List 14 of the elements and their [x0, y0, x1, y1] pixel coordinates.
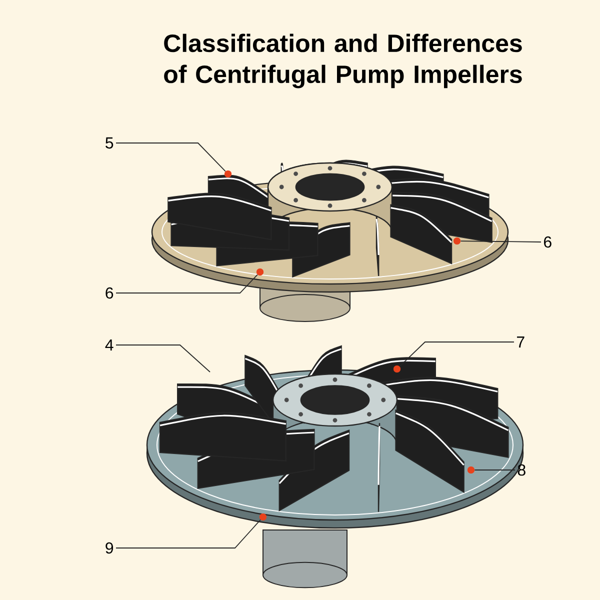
callout-number: 6 [544, 236, 552, 248]
callout-number: 4 [105, 340, 114, 350]
leader-line [116, 274, 258, 294]
callout-number: 7 [517, 336, 524, 348]
leader-line [460, 240, 542, 242]
leader-line [116, 142, 226, 172]
title: Classification and Differences of Centrifugal Pump Impellers [164, 34, 522, 88]
callout-number: 5 [106, 137, 114, 149]
leader-line [399, 342, 514, 367]
callout-number: 8 [518, 464, 526, 476]
leader-line [116, 519, 261, 548]
callout-number: 9 [106, 542, 114, 554]
leader-line [116, 344, 210, 372]
callout-number: 6 [106, 287, 114, 299]
